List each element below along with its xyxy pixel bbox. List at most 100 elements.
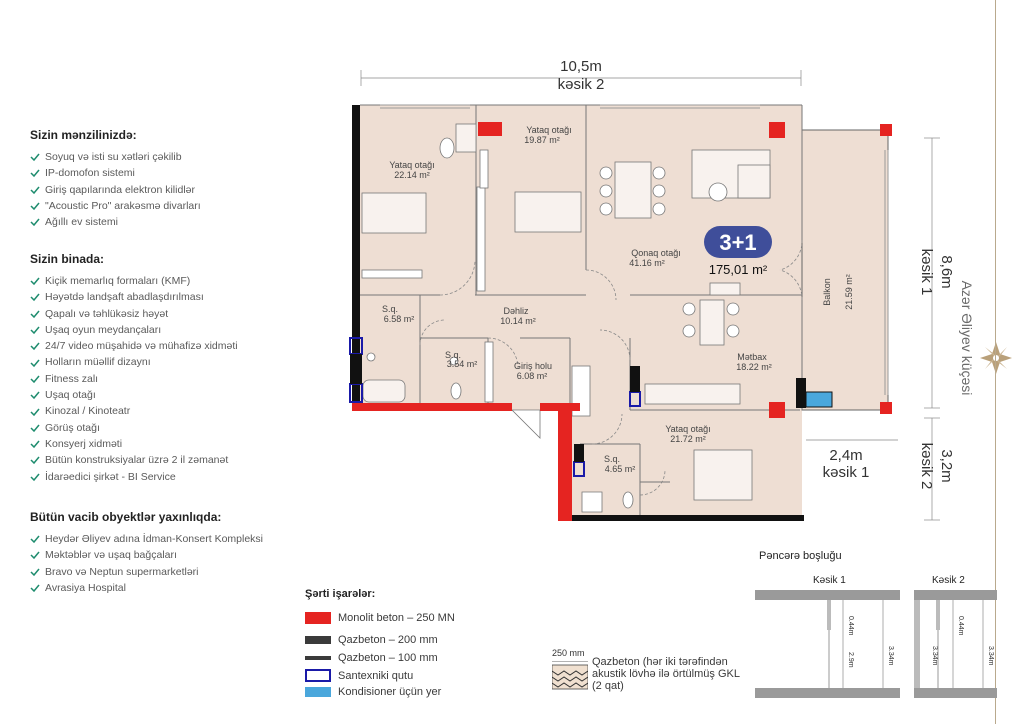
- building-item: 24/7 video müşahidə və mühafizə xidməti: [30, 338, 330, 354]
- legend-title: Şərti işarələr:: [305, 588, 376, 600]
- legend-item-qazbeton-200: Qazbeton – 200 mm: [305, 634, 438, 646]
- check-icon: [30, 583, 40, 593]
- check-icon: [30, 472, 40, 482]
- exterior-walls: [352, 105, 806, 521]
- room-area: 19.87 m²: [524, 135, 560, 145]
- s1-right: 3.34m: [887, 646, 894, 666]
- building-list: Kiçik memarlıq formaları (KMF)Həyətdə la…: [30, 273, 330, 485]
- room-area: 4.65 m²: [605, 464, 636, 474]
- building-item: Fitness zalı: [30, 371, 330, 387]
- room-name: S.q.: [604, 454, 620, 464]
- room-name: Dəhliz: [503, 306, 529, 316]
- features-item: Ağıllı ev sistemi: [30, 214, 330, 230]
- building-features-section: Sizin binada: Kiçik memarlıq formaları (…: [30, 252, 330, 485]
- check-icon: [30, 168, 40, 178]
- legend-swatch: [305, 669, 331, 682]
- features-item: Soyuq və isti su xətləri çəkilib: [30, 149, 330, 165]
- nearby-text: Bravo və Neptun supermarketləri: [45, 565, 199, 578]
- legend-swatch: [305, 687, 331, 697]
- features-text: "Acoustic Pro" arakəsmə divarları: [45, 199, 201, 212]
- features-text: Ağıllı ev sistemi: [45, 216, 118, 229]
- building-item: Uşaq otağı: [30, 387, 330, 403]
- legend-label: Santexniki qutu: [338, 669, 414, 682]
- building-item: Holların müəllif dizaynı: [30, 354, 330, 370]
- check-icon: [30, 185, 40, 195]
- building-item: Görüş otağı: [30, 420, 330, 436]
- dim-top-label: kəsik 2: [558, 76, 605, 93]
- legend: Şərti işarələr: Monolit beton – 250 MN Q…: [305, 588, 535, 698]
- apartment-total-area: 175,01 m²: [709, 262, 768, 277]
- building-item: İdarəedici şirkət - BI Service: [30, 469, 330, 485]
- features-item: IP-domofon sistemi: [30, 165, 330, 181]
- building-title: Sizin binada:: [30, 252, 105, 266]
- room-area: 22.14 m²: [394, 170, 430, 180]
- building-text: Holların müəllif dizaynı: [45, 356, 151, 369]
- qazbeton-sample-icon: [552, 661, 588, 690]
- legend-swatch: [305, 636, 331, 644]
- room-name: S.q.: [382, 304, 398, 314]
- features-text: Giriş qapılarında elektron kilidlər: [45, 183, 195, 196]
- check-icon: [30, 455, 40, 465]
- building-text: Uşaq oyun meydançaları: [45, 323, 162, 336]
- shaft-walls: [350, 354, 640, 462]
- room-area: 21.72 m²: [670, 434, 706, 444]
- legend-label: Qazbeton – 200 mm: [338, 634, 438, 646]
- building-item: Həyətdə landşaft abadlaşdırılması: [30, 289, 330, 305]
- room-name: Yataq otağı: [665, 424, 710, 434]
- room-labels: Yataq otağı 22.14 m² Yataq otağı 19.87 m…: [382, 125, 854, 474]
- check-icon: [30, 341, 40, 351]
- features-title: Sizin mənzilinizdə:: [30, 128, 137, 142]
- building-item: Qapalı və təhlükəsiz həyət: [30, 306, 330, 322]
- check-icon: [30, 534, 40, 544]
- nearby-text: Məktəblər və uşaq bağçaları: [45, 549, 177, 562]
- dim-right-label: kəsik 1: [918, 249, 935, 296]
- window-title: Pəncərə boşluğu: [759, 550, 842, 562]
- check-icon: [30, 567, 40, 577]
- building-text: Uşaq otağı: [45, 389, 96, 402]
- features-text: Soyuq və isti su xətləri çəkilib: [45, 151, 182, 163]
- room-name: Qonaq otağı: [631, 248, 681, 258]
- window-sections-drawing: 0.44m 2.9m 3.34m 0.44m 3.34m 3.34m: [755, 590, 997, 698]
- qazbeton-mm: 250 mm: [552, 648, 585, 658]
- dim-bottom-value: 2,4m: [829, 447, 862, 464]
- room-name: S.q.: [445, 350, 461, 360]
- check-icon: [30, 423, 40, 433]
- room-area: 18.22 m²: [736, 362, 772, 372]
- apartment-type-badge: [704, 226, 772, 258]
- s2-left: 3.34m: [931, 646, 938, 666]
- check-icon: [30, 152, 40, 162]
- apartment-type-badge-text: 3+1: [719, 230, 756, 255]
- room-area: 41.16 m²: [629, 258, 665, 268]
- legend-label: Qazbeton – 100 mm: [338, 652, 438, 664]
- building-text: Kinozal / Kinoteatr: [45, 405, 131, 418]
- features-item: "Acoustic Pro" arakəsmə divarları: [30, 198, 330, 214]
- building-text: Fitness zalı: [45, 372, 99, 385]
- check-icon: [30, 374, 40, 384]
- nearby-text: Avrasiya Hospital: [45, 581, 126, 594]
- check-icon: [30, 292, 40, 302]
- dim-right2-value: 3,2m: [938, 449, 955, 482]
- room-name: Giriş holu: [514, 361, 552, 371]
- room-name: Mətbax: [737, 352, 767, 362]
- room-area: 3.54 m²: [447, 359, 478, 369]
- dim-bottom-label: kəsik 1: [823, 464, 870, 481]
- check-icon: [30, 217, 40, 227]
- chairs: [366, 137, 740, 513]
- room-name: Balkon: [822, 278, 832, 306]
- nearby-item: Məktəblər və uşaq bağçaları: [30, 547, 330, 563]
- nearby-list: Heydər Əliyev adına İdman-Konsert Komple…: [30, 531, 330, 596]
- room-area: 10.14 m²: [500, 316, 536, 326]
- building-text: Qapalı və təhlükəsiz həyət: [45, 307, 169, 320]
- nearby-section: Bütün vacib obyektlər yaxınlıqda: Heydər…: [30, 510, 330, 596]
- section2-label: Kəsik 2: [932, 575, 965, 586]
- s1-mid: 2.9m: [847, 652, 854, 668]
- nearby-text: Heydər Əliyev adına İdman-Konsert Komple…: [45, 533, 263, 545]
- legend-label: Monolit beton – 250 MN: [338, 612, 455, 624]
- room-area: 6.58 m²: [384, 314, 415, 324]
- section1-label: Kəsik 1: [813, 575, 846, 586]
- dim-top-value: 10,5m: [560, 58, 602, 75]
- window-opening-section: Pəncərə boşluğu Kəsik 1 Kəsik 2 0.44m 2.…: [755, 550, 1000, 700]
- legend-label: Kondisioner üçün yer: [338, 686, 442, 698]
- legend-item-santexniki: Santexniki qutu: [305, 669, 413, 682]
